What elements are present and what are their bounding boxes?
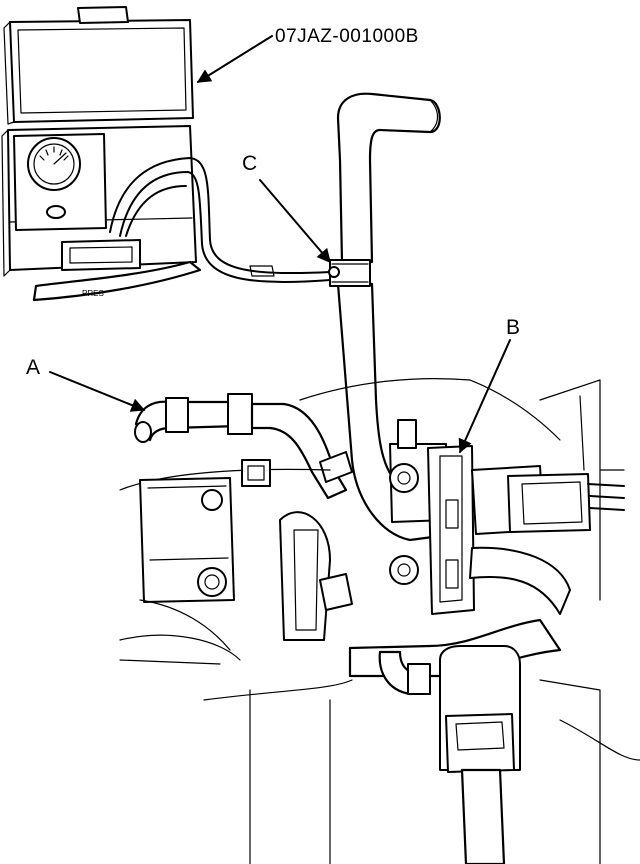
label-b: B (506, 316, 520, 339)
lower-hose-assembly (203, 618, 640, 864)
vacuum-pump-gauge-kit: PRES (1, 6, 331, 302)
hose-pres-marking: PRES (82, 289, 104, 298)
label-c: C (242, 152, 257, 175)
engine-background (119, 378, 625, 665)
callout-tester: 07JAZ-001000B (196, 26, 419, 83)
label-a: A (26, 356, 40, 379)
callout-a: A (26, 356, 146, 412)
label-tester-part-number: 07JAZ-001000B (275, 26, 419, 47)
callout-b: B (458, 316, 520, 454)
purge-hose (328, 92, 442, 542)
purge-control-solenoid-valve-b (389, 419, 625, 615)
callout-c: C (242, 152, 331, 264)
